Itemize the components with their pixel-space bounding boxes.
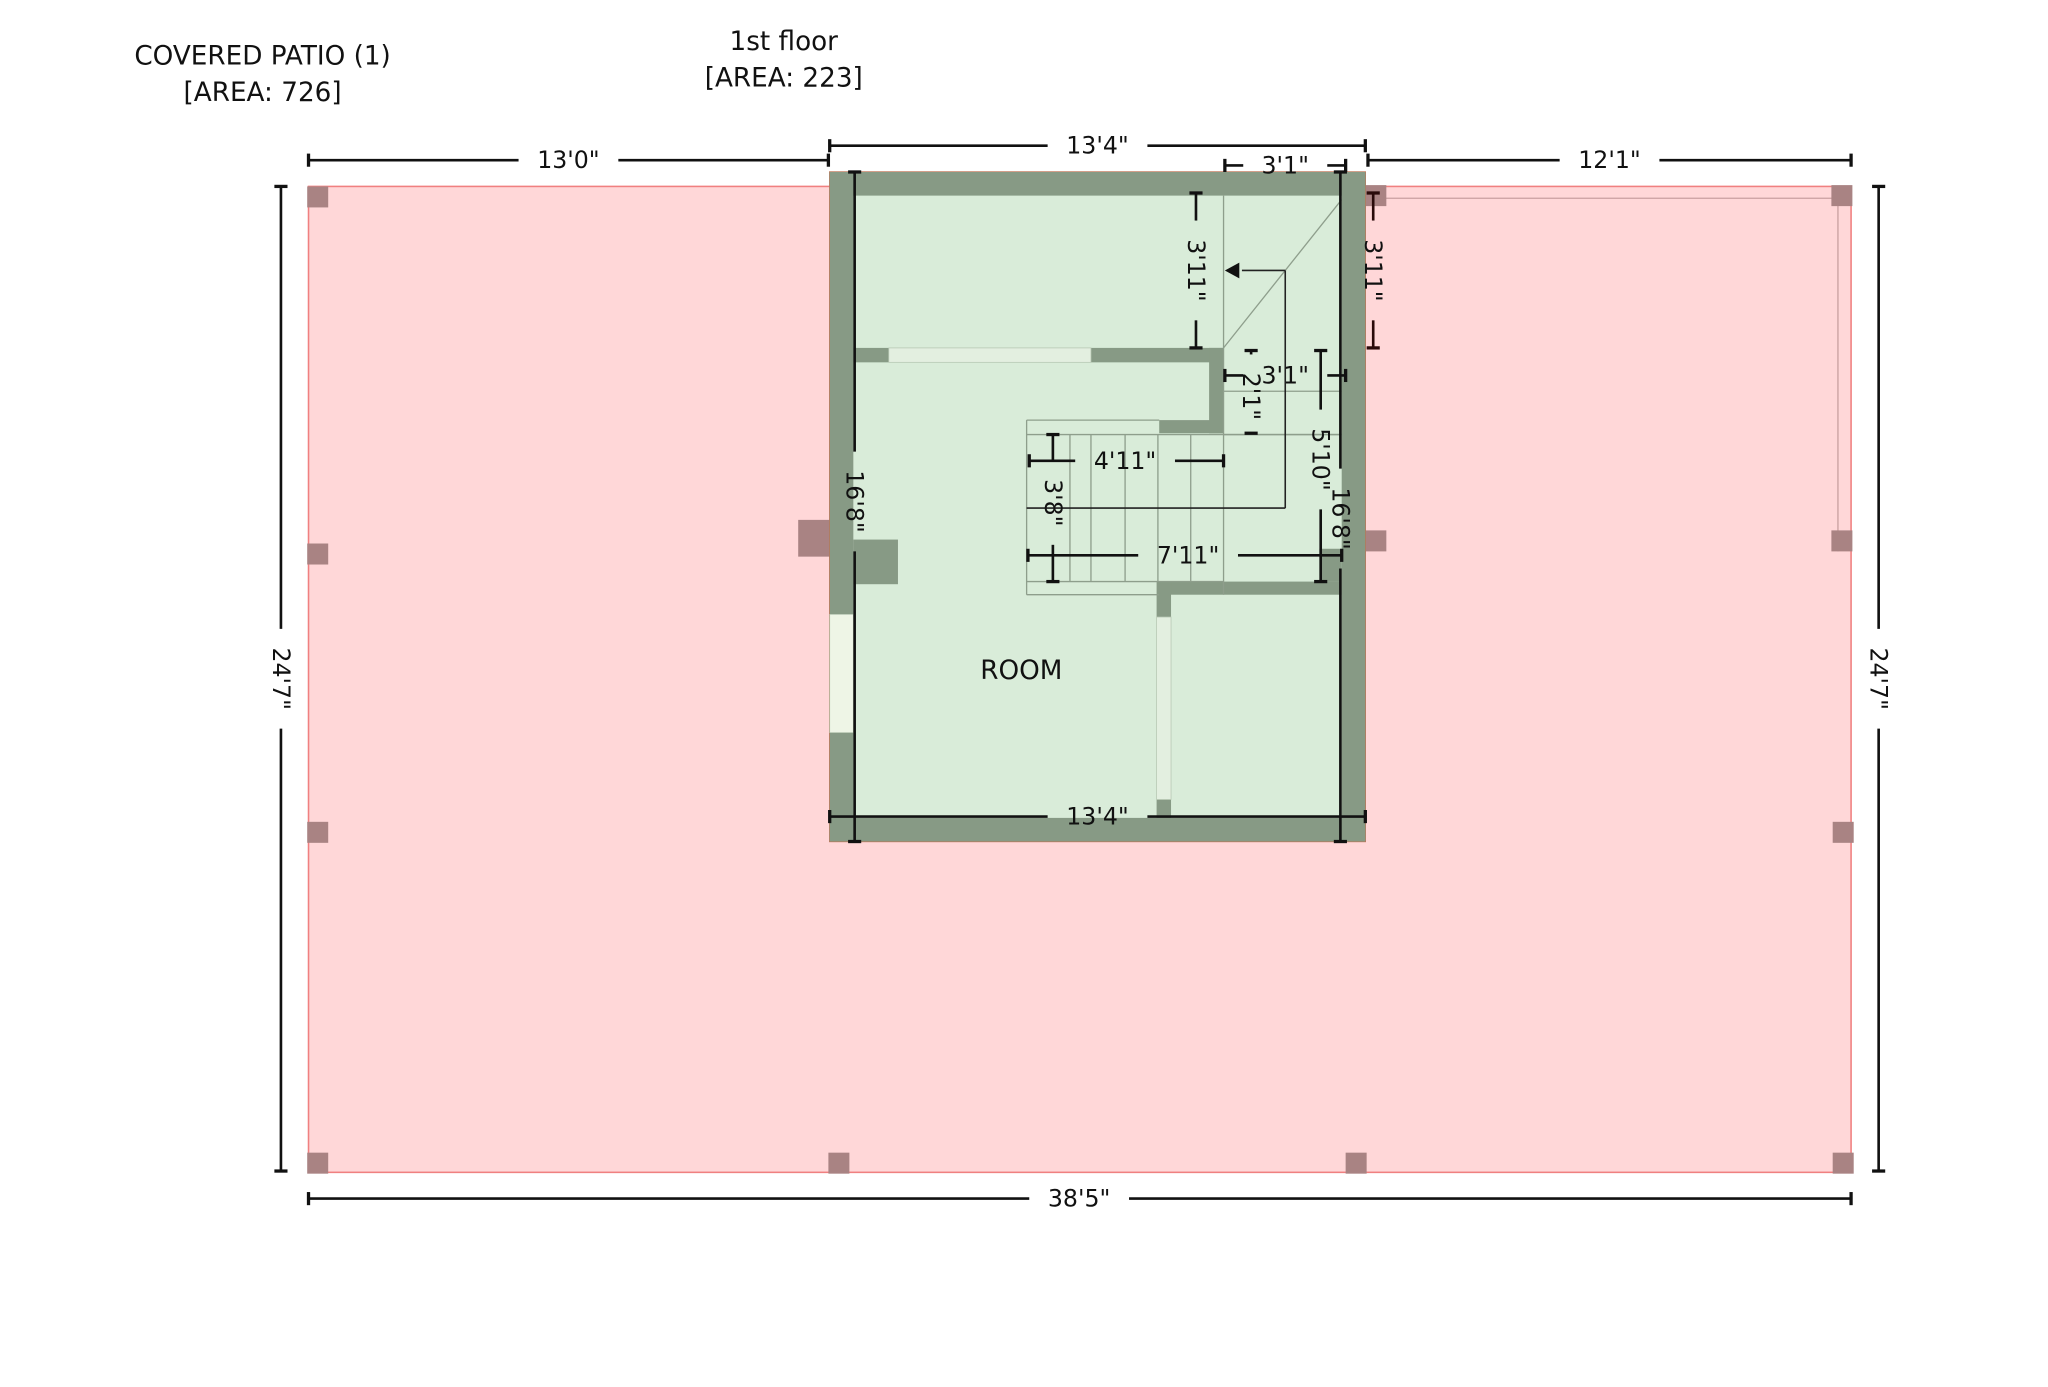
wall [853, 347, 889, 363]
wall [829, 171, 1366, 196]
walls [829, 171, 1366, 842]
dimension-label: 7'11" [1157, 541, 1219, 569]
dimensions: 13'0" 13'4" 12'1" 3'1" 38'5" 24'7" 24'7" 16'8" 1… [267, 132, 1893, 1213]
patio-area: [AREA: 726] [184, 78, 342, 108]
wall [829, 171, 854, 615]
wall [1319, 548, 1342, 582]
dimension-label: 3'11" [1359, 239, 1387, 301]
post [1831, 185, 1853, 207]
stairs [1025, 195, 1343, 596]
dimension-stair-upper-height: 3'11" [1182, 191, 1210, 350]
post [307, 1152, 329, 1174]
dimension-label: 16'8" [841, 470, 869, 532]
dimension-stair-lower-height: 3'8" [1039, 432, 1067, 584]
dimension-label: 13'4" [1066, 803, 1128, 831]
dimension-label: 3'8" [1039, 479, 1067, 526]
dimension-label: 3'1" [1262, 361, 1309, 389]
post [1365, 185, 1387, 207]
posts [307, 185, 1854, 1174]
post [307, 543, 329, 565]
post [828, 1152, 850, 1174]
dimension-patio-left-top: 13'0" [306, 146, 831, 174]
wall [1341, 171, 1366, 842]
dimension-label: 5'10" [1307, 428, 1335, 490]
dimension-label: 3'1" [1262, 151, 1309, 179]
floor-title: 1st floor [730, 27, 839, 57]
post [1832, 1152, 1854, 1174]
dimension-label: 24'7" [267, 647, 295, 709]
patio-title: COVERED PATIO (1) [134, 41, 391, 71]
dimension-room-left-height: 16'8" [841, 170, 869, 844]
post [1365, 530, 1387, 552]
dimension-patio-right-height: 24'7" [1865, 184, 1893, 1173]
dimension-label: 13'0" [537, 146, 599, 174]
dimension-room-right-height: 16'8" [1326, 170, 1354, 844]
dimension-label: 16'8" [1326, 487, 1354, 549]
dimension-landing-width: 3'1" [1223, 361, 1348, 389]
dimension-stair-width-lower: 7'11" [1026, 541, 1344, 569]
dimension-label: 38'5" [1048, 1185, 1110, 1213]
wall [829, 817, 1366, 842]
floor-area: [AREA: 223] [705, 64, 863, 94]
dimension-patio-total-width: 38'5" [306, 1185, 1853, 1213]
dimension-label: 2'1" [1237, 373, 1265, 420]
dimension-room-bottom: 13'4" [828, 803, 1367, 831]
wall [1156, 799, 1172, 818]
stair-direction-arrow-icon [1224, 262, 1240, 279]
wall [1156, 581, 1172, 618]
post [1345, 1152, 1367, 1174]
dimension-label: 4'11" [1094, 447, 1156, 475]
wall [1209, 347, 1224, 434]
wall [829, 732, 854, 842]
doorway [888, 347, 1092, 363]
doorway [1156, 616, 1172, 800]
dimension-patio-right-upper-height: 3'11" [1359, 191, 1387, 350]
dimension-patio-right-top: 12'1" [1366, 146, 1853, 174]
dimension-room-top: 13'4" [828, 132, 1367, 160]
room[interactable] [829, 171, 1366, 843]
dimension-stair-top-width: 3'1" [1223, 151, 1348, 179]
dimension-label: 24'7" [1865, 647, 1893, 709]
post [1832, 821, 1854, 843]
post [798, 519, 830, 557]
room-label: ROOM [980, 656, 1062, 686]
dimension-landing-height: 2'1" [1237, 348, 1265, 435]
wall [853, 539, 898, 585]
wall [1090, 347, 1224, 363]
wall [1159, 581, 1342, 595]
dimension-label: 3'11" [1182, 239, 1210, 301]
stair-line [1223, 199, 1343, 349]
room-floor[interactable] [829, 171, 1366, 843]
dimension-stair-width-upper: 4'11" [1027, 447, 1226, 475]
wall [1159, 420, 1224, 434]
dimension-label: 13'4" [1066, 132, 1128, 160]
post [1831, 530, 1853, 552]
post [307, 186, 329, 208]
dimension-patio-left-height: 24'7" [267, 184, 295, 1173]
window [829, 614, 854, 733]
dimension-stair-run-height: 5'10" [1307, 348, 1335, 584]
dimension-label: 12'1" [1578, 146, 1640, 174]
post [307, 821, 329, 843]
